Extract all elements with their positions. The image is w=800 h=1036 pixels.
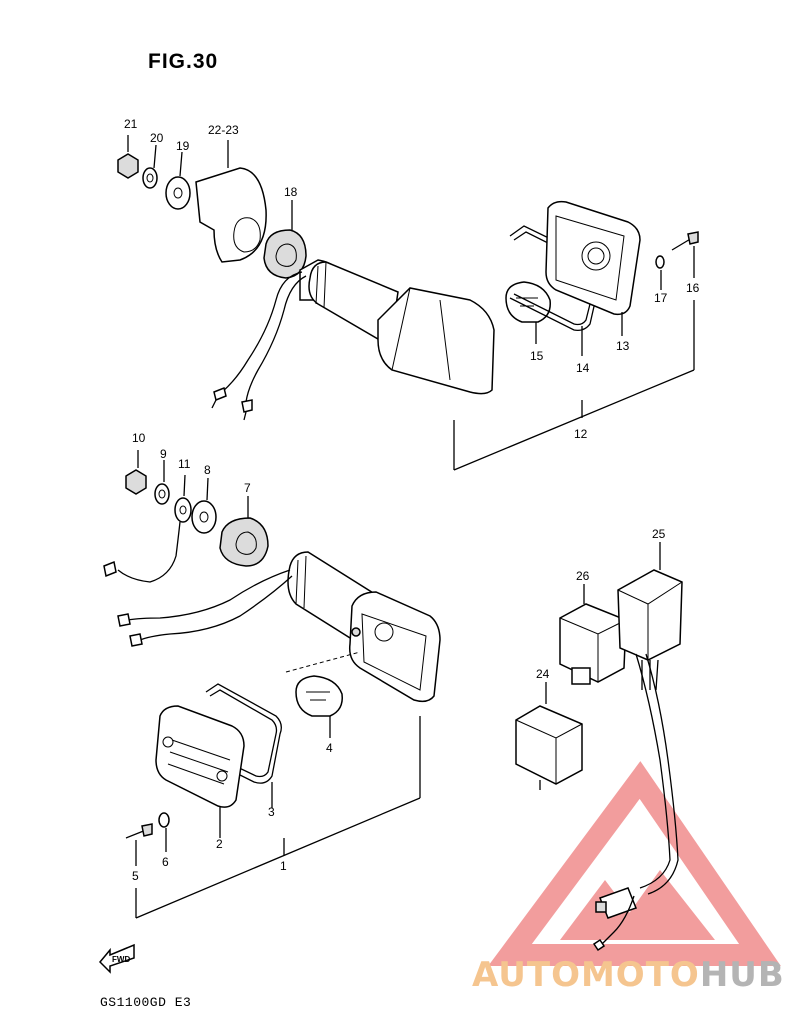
bulb-4: [285, 651, 361, 738]
callout-2: 2: [216, 837, 223, 851]
callout-20: 20: [150, 131, 164, 145]
washer-20: [142, 144, 158, 189]
relay-25: [617, 542, 683, 661]
figure-title: FIG.30: [148, 50, 219, 73]
callout-7: 7: [244, 481, 251, 495]
assembly-12-leader: [453, 300, 695, 471]
callout-26: 26: [576, 569, 590, 583]
callout-8: 8: [204, 463, 211, 477]
relay-26: [559, 584, 627, 685]
callout-12: 12: [574, 427, 588, 441]
screw-16: [671, 231, 699, 278]
assembly-1-leader: [135, 716, 421, 919]
lens-13: [545, 200, 641, 336]
callout-24: 24: [536, 667, 550, 681]
bracket-22-23: [195, 140, 267, 263]
lens-2: [155, 705, 245, 838]
washer-9: [154, 460, 170, 505]
washer-6: [158, 812, 170, 852]
callout-21: 21: [124, 117, 138, 131]
callout-10: 10: [132, 431, 146, 445]
watermark-text-part1: AUTOMOTO: [472, 955, 700, 995]
fwd-arrow-icon: FWD: [98, 943, 135, 974]
callout-13: 13: [616, 339, 630, 353]
callout-19: 19: [176, 139, 190, 153]
callout-25: 25: [652, 527, 666, 541]
callout-15: 15: [530, 349, 544, 363]
callout-18: 18: [284, 185, 298, 199]
callout-17: 17: [654, 291, 668, 305]
fwd-label: FWD: [112, 955, 130, 964]
callout-11: 11: [178, 457, 191, 471]
screw-5: [125, 823, 153, 866]
relay-24: [515, 682, 583, 790]
terminal-11: [103, 474, 192, 583]
watermark-text-part2: HUB: [699, 955, 785, 995]
callout-1: 1: [280, 859, 287, 873]
wire-harness: [592, 653, 679, 952]
bulb-15: [505, 281, 551, 344]
lower-turn-signal-body: [117, 551, 441, 703]
callout-9: 9: [160, 447, 167, 461]
callout-5: 5: [132, 869, 139, 883]
washer-17: [655, 255, 665, 290]
grommet-7: [219, 496, 269, 567]
gasket-3: [205, 683, 282, 808]
washer-19: [165, 151, 191, 210]
nut-21: [117, 135, 139, 179]
callout-14: 14: [576, 361, 590, 375]
washer-8: [191, 477, 217, 534]
callout-4: 4: [326, 741, 333, 755]
callout-16: 16: [686, 281, 700, 295]
nut-10: [125, 450, 147, 495]
callout-6: 6: [162, 855, 169, 869]
callout-22-23: 22-23: [208, 123, 239, 137]
callout-3: 3: [268, 805, 275, 819]
watermark-text: AUTOMOTOHUB: [472, 955, 785, 995]
watermark-logo-triangle: [488, 761, 781, 966]
model-code: GS1100GD E3: [100, 995, 192, 1010]
upper-turn-signal-body: [211, 259, 495, 421]
grommet-18: [263, 200, 307, 279]
